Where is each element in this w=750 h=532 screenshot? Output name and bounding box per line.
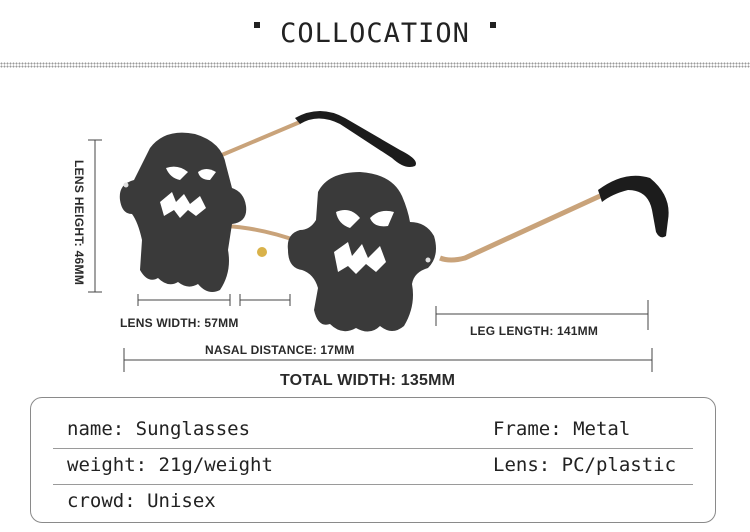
header-title-text: COLLOCATION <box>280 18 470 49</box>
spec-row: name: Sunglasses Frame: Metal <box>53 412 693 449</box>
square-bullet-icon <box>254 22 261 28</box>
nasal-distance-guide <box>239 294 291 306</box>
right-ghost-lens <box>287 172 436 332</box>
front-temple <box>439 175 669 263</box>
square-bullet-icon <box>489 22 496 28</box>
spec-row: weight: 21g/weight Lens: PC/plastic <box>53 448 693 485</box>
total-width-guide <box>123 348 653 372</box>
lens-height-guide <box>88 139 102 293</box>
lens-width-guide <box>137 294 231 306</box>
ghost-sunglasses-image <box>88 111 669 372</box>
dotted-divider <box>0 62 750 68</box>
back-temple <box>209 111 416 167</box>
spec-weight: weight: 21g/weight <box>67 454 273 476</box>
spec-frame: Frame: Metal <box>493 418 631 440</box>
nose-pad <box>257 247 267 257</box>
total-width-label: TOTAL WIDTH: 135MM <box>280 372 456 389</box>
spec-table: name: Sunglasses Frame: Metal weight: 21… <box>30 397 716 523</box>
spec-crowd: crowd: Unisex <box>67 490 216 512</box>
lens-width-label: LENS WIDTH: 57MM <box>120 316 239 330</box>
spec-row: crowd: Unisex <box>53 484 693 520</box>
left-ghost-lens <box>119 132 247 292</box>
lens-height-label: LENS HEIGHT: 46MM <box>72 159 86 286</box>
spec-lens: Lens: PC/plastic <box>493 454 677 476</box>
spec-name: name: Sunglasses <box>67 418 251 440</box>
header-title: COLLOCATION <box>0 18 750 49</box>
nasal-distance-label: NASAL DISTANCE: 17MM <box>205 343 355 357</box>
leg-length-label: LEG LENGTH: 141MM <box>470 324 599 338</box>
bridge <box>224 224 301 244</box>
leg-length-guide <box>435 300 649 330</box>
